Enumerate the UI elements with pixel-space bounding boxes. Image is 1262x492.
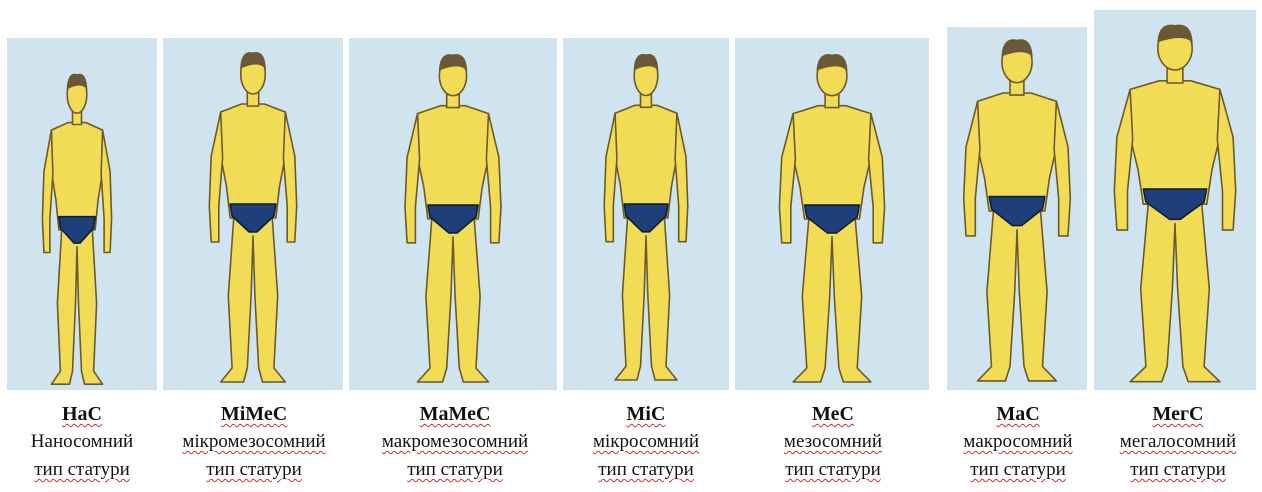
torso: [50, 123, 104, 230]
right-arm: [675, 113, 688, 242]
left-arm: [1114, 89, 1132, 230]
figure-panel-mes: [735, 38, 929, 390]
figure-panel-megs: [1094, 10, 1256, 390]
type-name: Наносомний: [0, 428, 164, 456]
type-name: мегалосомний: [1098, 428, 1258, 456]
type-code: МеС: [735, 400, 931, 428]
left-arm: [405, 114, 420, 243]
caption-mimes: МіМеС мікромезосомний тип статури: [158, 400, 350, 484]
type-code: МаМеС: [350, 400, 560, 428]
type-subtitle: тип статури: [158, 456, 350, 484]
legs: [793, 215, 871, 382]
torso: [791, 106, 873, 219]
type-subtitle: тип статури: [1098, 456, 1258, 484]
right-arm: [101, 130, 112, 252]
torso: [1128, 81, 1223, 204]
right-arm: [486, 114, 501, 243]
left-arm: [779, 114, 795, 243]
torso: [415, 106, 490, 219]
human-figure-nanosomic: [7, 38, 157, 390]
figure-panel-mas: [947, 27, 1087, 390]
torso: [219, 104, 287, 218]
type-subtitle: тип статури: [0, 456, 164, 484]
type-code: НаС: [0, 400, 164, 428]
human-figure-megalosomic: [1094, 10, 1256, 390]
legs: [978, 207, 1057, 381]
left-arm: [604, 113, 617, 242]
figure-panel-nas: [7, 38, 157, 390]
legs: [221, 214, 286, 382]
type-subtitle: тип статури: [925, 456, 1111, 484]
left-arm: [964, 101, 980, 236]
type-name: мезосомний: [735, 428, 931, 456]
type-name: макросомний: [925, 428, 1111, 456]
type-code: МіС: [560, 400, 732, 428]
type-subtitle: тип статури: [735, 456, 931, 484]
left-arm: [209, 112, 222, 242]
type-name: мікромезосомний: [158, 428, 350, 456]
caption-nas: НаС Наносомний тип статури: [0, 400, 164, 484]
figure-panel-mimes: [163, 38, 343, 390]
caption-mames: МаМеС макромезосомний тип статури: [350, 400, 560, 484]
caption-megs: МегС мегалосомний тип статури: [1098, 400, 1258, 484]
type-subtitle: тип статури: [560, 456, 732, 484]
type-name: мікросомний: [560, 428, 732, 456]
type-subtitle: тип статури: [350, 456, 560, 484]
type-code: МіМеС: [158, 400, 350, 428]
legs: [615, 214, 677, 380]
torso: [613, 105, 678, 218]
type-code: МегС: [1098, 400, 1258, 428]
right-arm: [1217, 89, 1235, 230]
human-figure-macrosomic: [947, 27, 1087, 390]
right-arm: [1054, 101, 1070, 236]
human-figure-macromesosomic: [349, 38, 557, 390]
type-code: МаС: [925, 400, 1111, 428]
right-arm: [283, 112, 296, 242]
caption-mes: МеС мезосомний тип статури: [735, 400, 931, 484]
human-figure-micromesosomic: [163, 38, 343, 390]
caption-mis: МіС мікросомний тип статури: [560, 400, 732, 484]
human-figure-microsomic: [563, 38, 729, 390]
torso: [975, 93, 1058, 211]
legs: [1130, 200, 1220, 382]
figure-panel-mis: [563, 38, 729, 390]
right-arm: [869, 114, 885, 243]
human-figure-mesosomic: [735, 38, 929, 390]
caption-mas: МаС макросомний тип статури: [925, 400, 1111, 484]
figure-panel-mames: [349, 38, 557, 390]
legs: [51, 226, 102, 384]
type-name: макромезосомний: [350, 428, 560, 456]
left-arm: [42, 130, 53, 252]
legs: [418, 215, 489, 382]
